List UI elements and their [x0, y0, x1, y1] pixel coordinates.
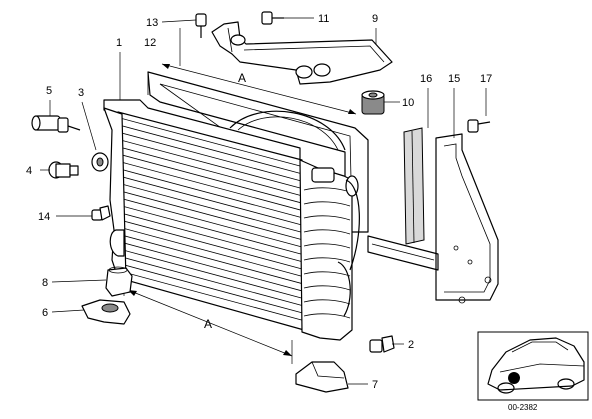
fin-line — [125, 264, 304, 314]
car-location-icon — [477, 331, 589, 401]
label-1: 1 — [116, 37, 122, 49]
fin-line — [119, 117, 301, 167]
fin-line — [124, 242, 304, 292]
lower-mount-7 — [295, 361, 349, 393]
dimension-top — [161, 28, 357, 115]
label-5: 5 — [46, 85, 52, 97]
bracket-6 — [81, 299, 131, 325]
screw-11 — [261, 11, 284, 25]
cover-plate-15 — [435, 133, 499, 304]
label-10: 10 — [402, 97, 414, 109]
rubber-mount — [361, 90, 385, 115]
fin-line — [122, 183, 302, 233]
tank-rib — [303, 271, 351, 277]
label-6: 6 — [42, 307, 48, 319]
label-16: 16 — [420, 73, 432, 85]
plug-4 — [48, 161, 79, 179]
label-12: 12 — [144, 37, 156, 49]
tank-rib — [303, 299, 351, 305]
seal-ring-3 — [91, 152, 109, 172]
rubber-sleeve-8 — [105, 266, 133, 297]
screw-13 — [195, 13, 207, 38]
fin-line — [121, 161, 302, 211]
side-bracket-16 — [367, 127, 439, 271]
fin-line — [124, 235, 304, 285]
fin-line — [122, 198, 303, 248]
drain-screw-14 — [91, 205, 111, 221]
fin-line — [121, 154, 302, 204]
tank-rib — [303, 215, 351, 221]
radiator-core — [103, 99, 360, 341]
tank-rib — [303, 257, 351, 263]
dimension-label-bottom: A — [204, 317, 212, 331]
upper-bracket — [211, 21, 393, 85]
temperature-switch-5 — [31, 115, 81, 133]
label-13: 13 — [146, 17, 158, 29]
radiator-fins — [119, 117, 304, 322]
label-11: 11 — [318, 13, 329, 25]
fin-line — [120, 132, 301, 182]
fin-line — [120, 147, 301, 196]
label-15: 15 — [448, 73, 460, 85]
label-9: 9 — [372, 13, 378, 25]
fin-line — [123, 220, 303, 270]
fin-line — [122, 176, 302, 226]
label-8: 8 — [42, 277, 48, 289]
fin-line — [123, 228, 303, 277]
tank-rib — [303, 229, 351, 235]
tank-rib — [303, 201, 351, 207]
label-17: 17 — [480, 73, 492, 85]
label-7: 7 — [372, 379, 378, 391]
fin-line — [125, 272, 304, 322]
label-3: 3 — [78, 87, 84, 99]
tank-rib — [303, 285, 351, 291]
fin-line — [123, 205, 303, 255]
diagram-code: 00-2382 — [508, 403, 538, 412]
label-4: 4 — [26, 165, 32, 177]
fin-line — [123, 213, 303, 263]
dimension-label-top: A — [238, 71, 246, 85]
fin-line — [124, 250, 304, 299]
screw-17 — [467, 119, 491, 133]
leader-lines — [40, 17, 487, 385]
label-2: 2 — [408, 339, 414, 351]
tank-ribs — [303, 187, 351, 319]
bolt-2 — [369, 335, 395, 353]
fin-line — [120, 139, 301, 189]
tank-rib — [303, 313, 351, 319]
tank-rib — [303, 243, 351, 249]
label-14: 14 — [38, 211, 50, 223]
fin-line — [121, 169, 302, 218]
fin-line — [125, 257, 304, 307]
fin-line — [122, 191, 302, 241]
fin-line — [120, 124, 301, 174]
